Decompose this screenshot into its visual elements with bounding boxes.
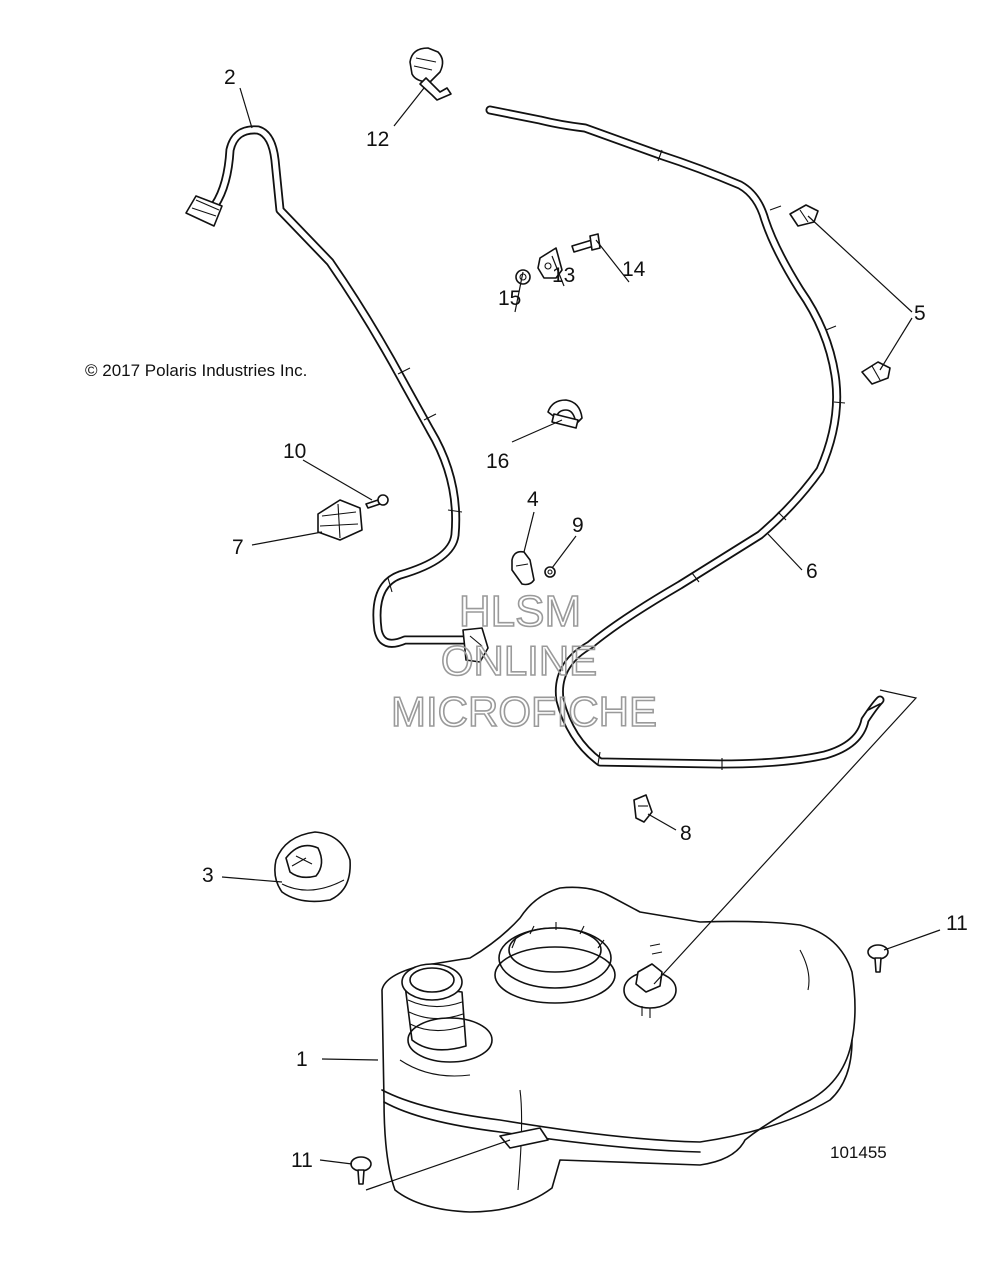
watermark-line-3: MICROFICHE bbox=[391, 688, 657, 735]
callout-16: 16 bbox=[486, 450, 509, 473]
callout-labels: 2 12 5 13 14 15 16 10 7 4 9 6 8 3 11 1 1… bbox=[202, 66, 968, 1172]
clamp-4 bbox=[511, 550, 535, 586]
watermark-line-2: ONLINE bbox=[441, 637, 597, 684]
fuel-tank-1 bbox=[381, 886, 856, 1213]
clip-5-lower bbox=[861, 361, 891, 385]
screw-14 bbox=[571, 233, 601, 253]
callout-12: 12 bbox=[366, 128, 389, 151]
callout-10: 10 bbox=[283, 440, 306, 463]
rivet-11-right bbox=[867, 944, 889, 973]
clip-8 bbox=[633, 794, 653, 823]
callout-11-left: 11 bbox=[291, 1149, 313, 1172]
copyright-notice: © 2017 Polaris Industries Inc. bbox=[85, 361, 307, 380]
watermark-line-1: HLSM bbox=[459, 587, 581, 636]
drawing-number: 101455 bbox=[830, 1143, 887, 1162]
vent-hose-2 bbox=[185, 125, 489, 663]
vent-line-6 bbox=[485, 105, 885, 770]
bracket-13 bbox=[537, 247, 563, 279]
callout-4: 4 bbox=[527, 488, 539, 511]
clip-5-upper bbox=[789, 204, 819, 227]
callout-6: 6 bbox=[806, 560, 818, 583]
screw-10 bbox=[365, 494, 389, 509]
callout-8: 8 bbox=[680, 822, 692, 845]
callout-13: 13 bbox=[552, 264, 575, 287]
callout-2: 2 bbox=[224, 66, 236, 89]
callout-3: 3 bbox=[202, 864, 214, 887]
callout-11-right: 11 bbox=[946, 912, 968, 935]
callout-7: 7 bbox=[232, 536, 244, 559]
callout-1: 1 bbox=[296, 1048, 308, 1071]
breather-valve-12 bbox=[409, 47, 452, 101]
clip-16 bbox=[547, 399, 583, 429]
callout-15: 15 bbox=[498, 287, 521, 310]
bracket-7 bbox=[317, 499, 363, 541]
callout-9: 9 bbox=[572, 514, 584, 537]
screw-9 bbox=[544, 566, 556, 578]
rivet-11-left bbox=[350, 1156, 372, 1185]
callout-14: 14 bbox=[622, 258, 646, 281]
fuel-cap-3 bbox=[274, 831, 351, 903]
watermark: HLSM ONLINE MICROFICHE bbox=[390, 586, 658, 736]
callout-5: 5 bbox=[914, 302, 926, 325]
leader-lines bbox=[221, 87, 941, 1191]
